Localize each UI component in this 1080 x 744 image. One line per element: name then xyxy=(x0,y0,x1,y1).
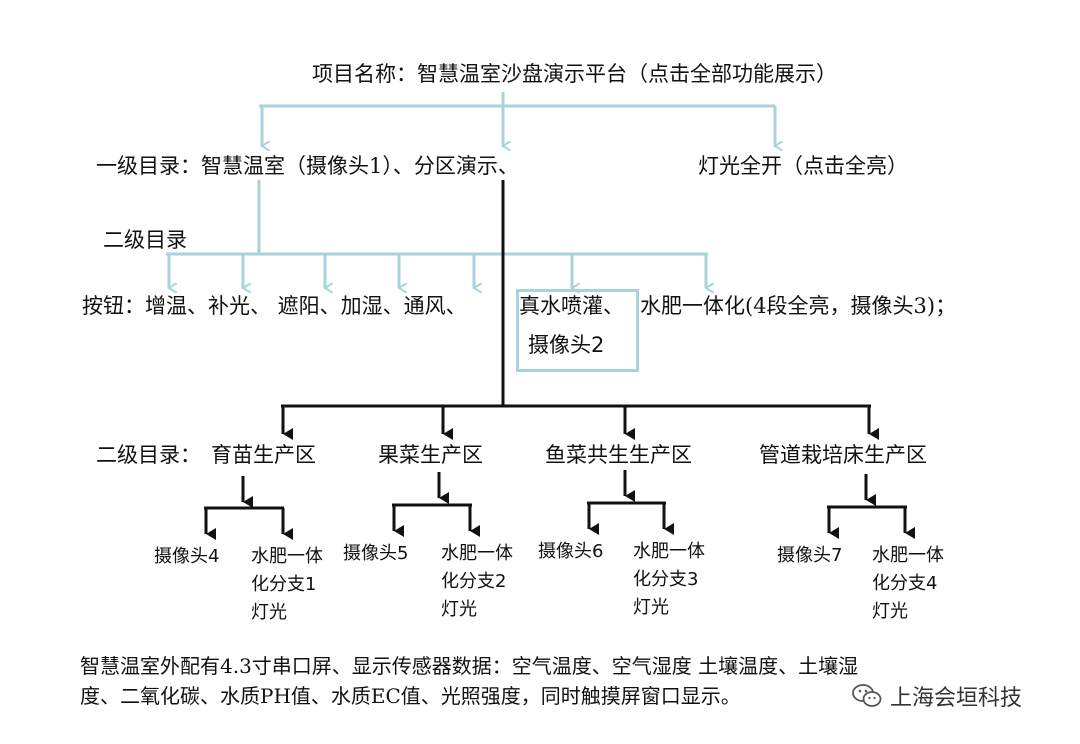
zone-aquaponics[interactable]: 鱼菜共生生产区 xyxy=(545,443,692,467)
camera-5-label[interactable]: 摄像头5 xyxy=(343,543,409,564)
watermark: 上海会垣科技 xyxy=(852,680,1022,712)
camera-2-label[interactable]: 摄像头2 xyxy=(528,333,605,357)
camera-2-box xyxy=(516,289,639,372)
fertigation-branch-3-light[interactable]: 水肥一体化分支3灯光 xyxy=(633,541,705,618)
camera-4-label[interactable]: 摄像头4 xyxy=(154,546,220,567)
zone-seedling[interactable]: 育苗生产区 xyxy=(211,443,316,467)
zone-connectors xyxy=(204,180,915,540)
fertigation-button[interactable]: 水肥一体化(4段全亮，摄像头3)； xyxy=(640,294,957,318)
water-spray-button[interactable]: 真水喷灌、 xyxy=(519,294,624,318)
fertigation-branch-2-light[interactable]: 水肥一体化分支2灯光 xyxy=(441,543,513,620)
button-connectors xyxy=(166,180,708,288)
level1-label: 一级目录：智慧温室（摄像头1）、分区演示、 xyxy=(96,154,519,178)
watermark-text: 上海会垣科技 xyxy=(890,686,1023,711)
footer-line-2: 度、二氧化碳、水质PH值、水质EC值、光照强度，同时触摸屏窗口显示。 xyxy=(80,684,741,708)
camera-6-label[interactable]: 摄像头6 xyxy=(538,541,604,562)
fertigation-branch-1-light[interactable]: 水肥一体化分支1灯光 xyxy=(251,546,323,623)
zones-prefix: 二级目录： xyxy=(96,443,201,467)
wechat-icon xyxy=(852,684,882,707)
zone-fruit-veg[interactable]: 果菜生产区 xyxy=(378,443,483,467)
buttons-list[interactable]: 按钮：增温、补光、 遮阳、加湿、通风、 xyxy=(82,294,467,318)
footer-line-1: 智慧温室外配有4.3寸串口屏、显示传感器数据：空气温度、空气湿度 土壤温度、土壤… xyxy=(80,654,859,678)
camera-7-label[interactable]: 摄像头7 xyxy=(777,545,843,566)
zone-pipe-bed[interactable]: 管道栽培床生产区 xyxy=(759,443,927,467)
top-level-connectors xyxy=(259,92,775,146)
lights-all-on[interactable]: 灯光全开（点击全亮） xyxy=(698,154,908,178)
fertigation-branch-4-light[interactable]: 水肥一体化分支4灯光 xyxy=(872,545,944,622)
level2-heading: 二级目录 xyxy=(103,228,187,252)
project-title: 项目名称：智慧温室沙盘演示平台（点击全部功能展示） xyxy=(312,62,837,86)
